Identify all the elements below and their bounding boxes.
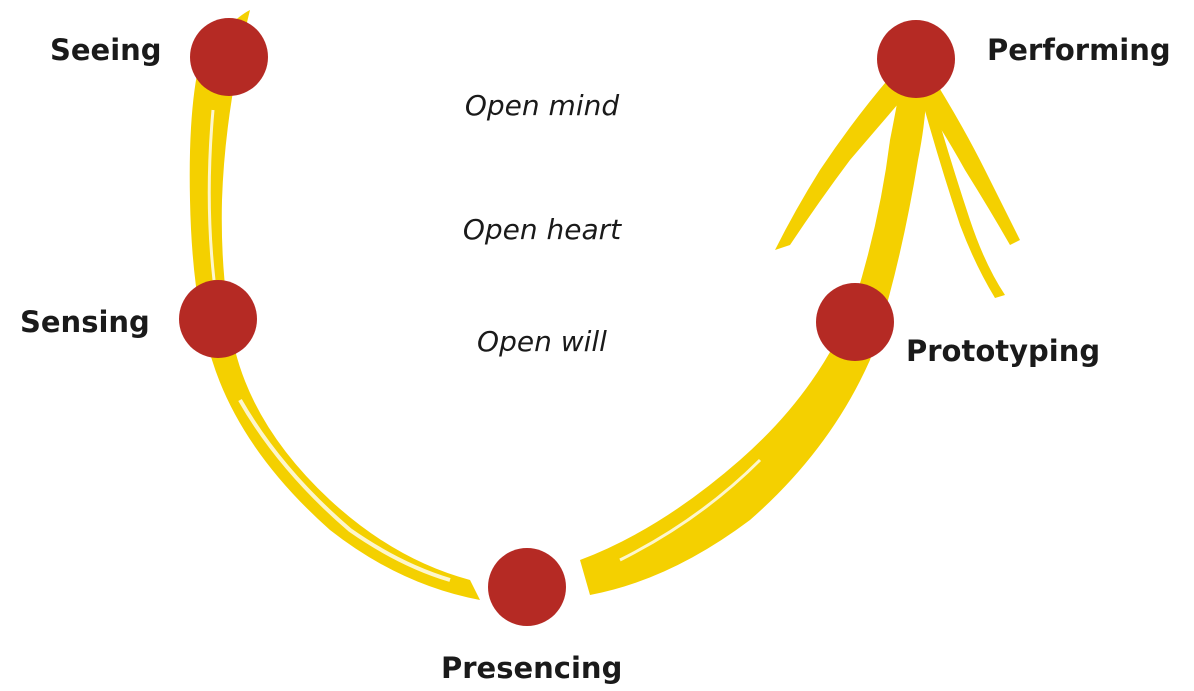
stage-nodes: [179, 18, 955, 626]
arrowhead-left-stroke: [775, 60, 910, 250]
node-seeing: [190, 18, 268, 96]
left-path-highlight-2: [238, 399, 451, 582]
node-presencing: [488, 548, 566, 626]
node-sensing: [179, 280, 257, 358]
arrowhead-right-stroke-2: [922, 90, 1005, 298]
arrowhead-right-stroke: [915, 65, 1020, 245]
right-path-highlight: [619, 458, 762, 562]
stage-label-seeing: Seeing: [50, 33, 162, 67]
left-path-stroke: [189, 10, 480, 600]
left-path-highlight: [207, 109, 216, 281]
stage-label-presencing: Presencing: [441, 651, 623, 685]
openness-label-open-mind: Open mind: [464, 89, 620, 122]
openness-label-open-will: Open will: [477, 325, 607, 358]
stage-label-prototyping: Prototyping: [906, 334, 1101, 368]
node-prototyping: [816, 283, 894, 361]
openness-label-open-heart: Open heart: [462, 213, 622, 246]
node-performing: [877, 20, 955, 98]
stage-label-sensing: Sensing: [20, 305, 150, 339]
stage-label-performing: Performing: [987, 33, 1171, 67]
